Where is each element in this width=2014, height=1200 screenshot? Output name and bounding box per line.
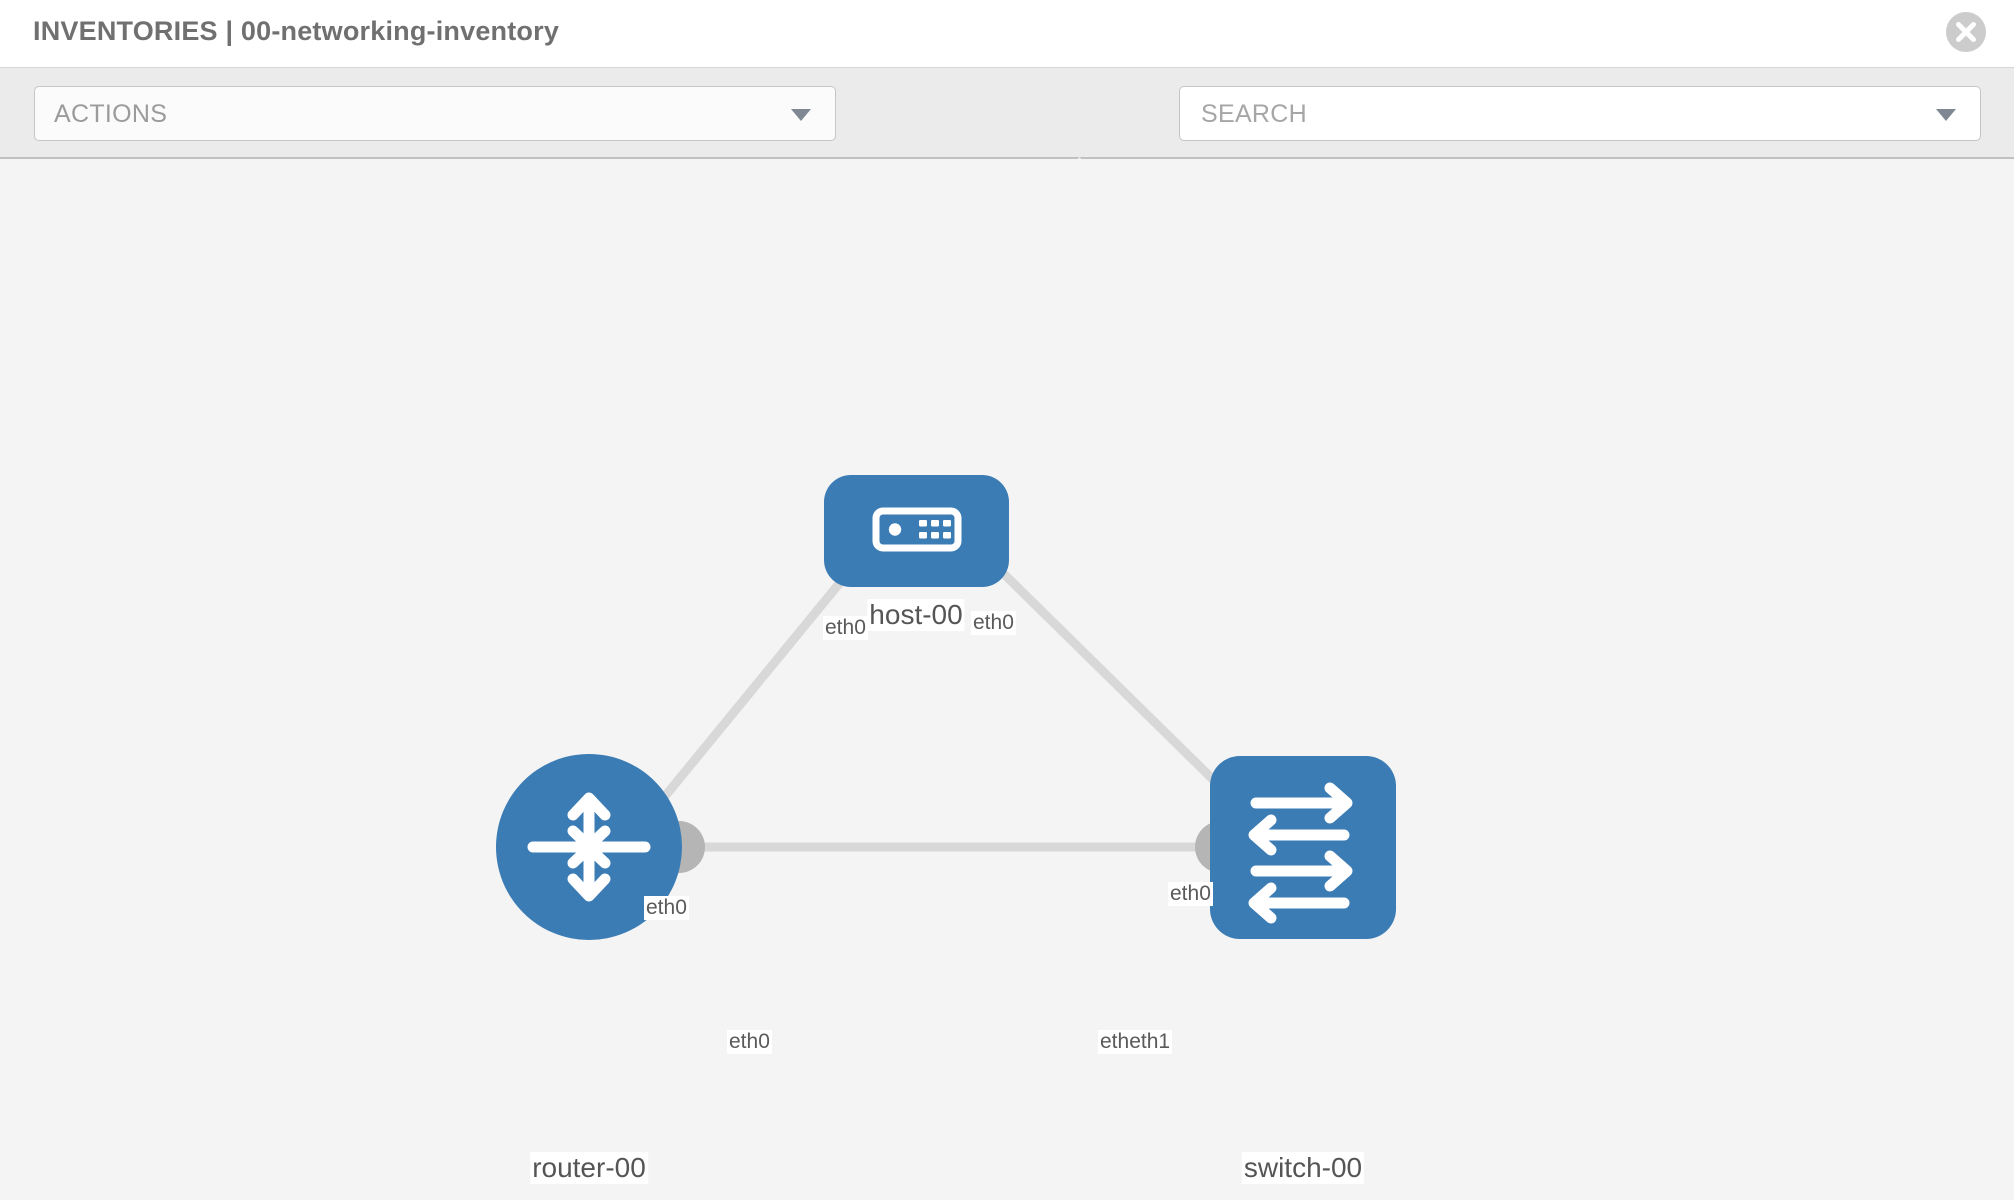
node-router-00[interactable] — [496, 754, 682, 940]
node-label-switch-00: switch-00 — [1241, 1152, 1365, 1185]
edge-label-router-host-near-host: eth0 — [823, 616, 868, 641]
page-title: INVENTORIES | 00-networking-inventory — [33, 16, 560, 46]
edge-label-host-switch-near-host: eth0 — [971, 611, 1016, 636]
search-box[interactable] — [1179, 86, 1981, 142]
node-switch-00[interactable] — [1210, 756, 1396, 939]
chevron-down-icon[interactable] — [1936, 108, 1956, 121]
chevron-down-icon — [791, 108, 811, 121]
header-bar: INVENTORIES | 00-networking-inventory — [0, 0, 2014, 68]
edge-label-router-host-near-router: eth0 — [644, 896, 689, 921]
actions-dropdown-label: ACTIONS — [54, 100, 168, 128]
node-label-host-00: host-00 — [867, 599, 965, 632]
actions-dropdown[interactable]: ACTIONS — [34, 86, 836, 141]
toolbar: ACTIONS — [0, 68, 2014, 197]
edge-label-router-switch-near-router: eth0 — [727, 1030, 772, 1055]
node-host-00[interactable] — [824, 475, 1009, 587]
topology-graph — [496, 475, 1396, 940]
close-button[interactable] — [1946, 12, 1986, 52]
node-label-router-00: router-00 — [530, 1152, 648, 1185]
server-icon — [872, 507, 962, 552]
edge-label-host-switch-near-switch: eth0 — [1168, 882, 1213, 907]
topology-canvas[interactable]: host-00 router-00 switch-00 eth0 eth0 et… — [0, 159, 2014, 1200]
router-arrows-icon — [527, 792, 651, 902]
edge-label-router-switch-near-switch: etheth1 — [1098, 1030, 1173, 1055]
close-icon — [1956, 22, 1976, 42]
switch-arrows-icon — [1248, 782, 1353, 924]
search-input[interactable] — [1199, 87, 1903, 142]
